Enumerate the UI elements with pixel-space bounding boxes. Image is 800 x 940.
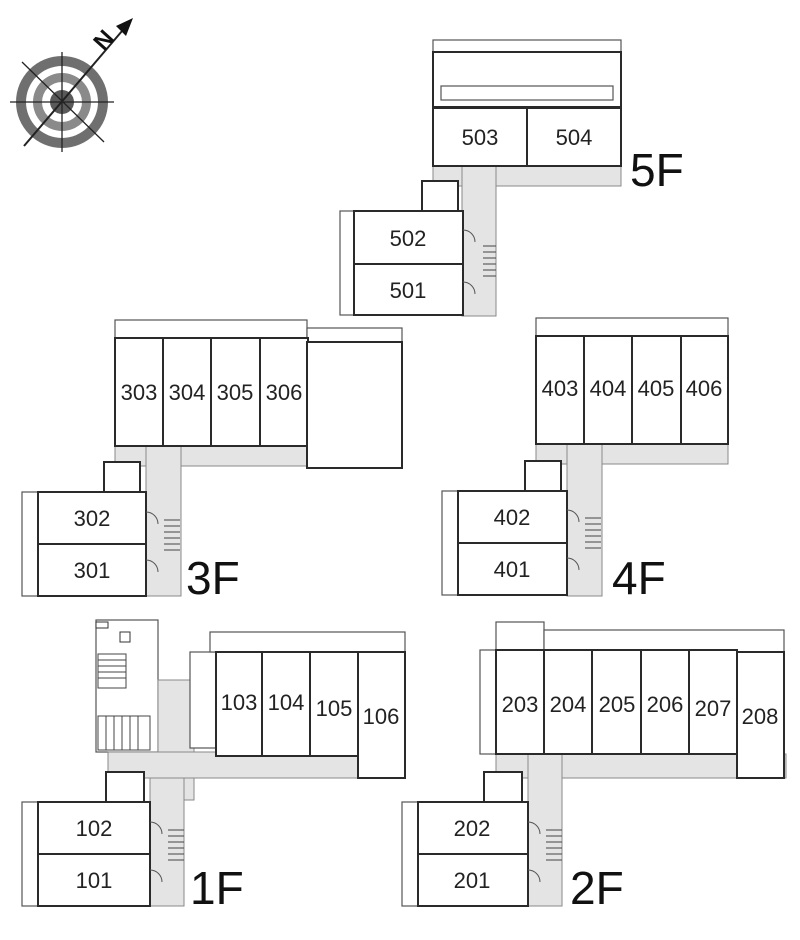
room-104: 104 bbox=[268, 690, 305, 715]
floor-label-4f: 4F bbox=[612, 552, 666, 604]
floor-1f: 103 104 105 106 102 101 1F bbox=[21, 619, 406, 914]
room-101: 101 bbox=[76, 868, 113, 893]
floor-label-1f: 1F bbox=[190, 862, 244, 914]
room-203: 203 bbox=[502, 692, 539, 717]
compass-icon: N bbox=[10, 18, 133, 152]
floor-4f: 403 404 405 406 402 401 4F bbox=[441, 317, 729, 604]
room-402: 402 bbox=[494, 505, 531, 530]
room-103: 103 bbox=[221, 690, 258, 715]
room-306: 306 bbox=[266, 380, 303, 405]
floor-3f: 303 304 305 306 302 301 3F bbox=[21, 319, 403, 604]
room-106: 106 bbox=[363, 704, 400, 729]
room-501: 501 bbox=[390, 278, 427, 303]
floor-2f: 203 204 205 206 207 208 202 201 2F bbox=[401, 621, 787, 914]
room-405: 405 bbox=[638, 376, 675, 401]
room-403: 403 bbox=[542, 376, 579, 401]
floor-label-5f: 5F bbox=[630, 144, 684, 196]
room-404: 404 bbox=[590, 376, 627, 401]
room-502: 502 bbox=[390, 226, 427, 251]
room-504: 504 bbox=[556, 125, 593, 150]
floor-label-3f: 3F bbox=[186, 552, 240, 604]
room-302: 302 bbox=[74, 506, 111, 531]
room-406: 406 bbox=[686, 376, 723, 401]
room-303: 303 bbox=[121, 380, 158, 405]
room-201: 201 bbox=[454, 868, 491, 893]
floor-label-2f: 2F bbox=[570, 862, 624, 914]
room-301: 301 bbox=[74, 558, 111, 583]
floor-5f: 503 504 502 501 5F bbox=[339, 39, 684, 317]
room-208: 208 bbox=[742, 704, 779, 729]
room-305: 305 bbox=[217, 380, 254, 405]
room-401: 401 bbox=[494, 557, 531, 582]
room-202: 202 bbox=[454, 816, 491, 841]
compass-north-label: N bbox=[88, 25, 120, 56]
room-207: 207 bbox=[695, 696, 732, 721]
room-204: 204 bbox=[550, 692, 587, 717]
room-206: 206 bbox=[647, 692, 684, 717]
room-102: 102 bbox=[76, 816, 113, 841]
room-205: 205 bbox=[599, 692, 636, 717]
room-105: 105 bbox=[316, 696, 353, 721]
room-503: 503 bbox=[462, 125, 499, 150]
room-304: 304 bbox=[169, 380, 206, 405]
